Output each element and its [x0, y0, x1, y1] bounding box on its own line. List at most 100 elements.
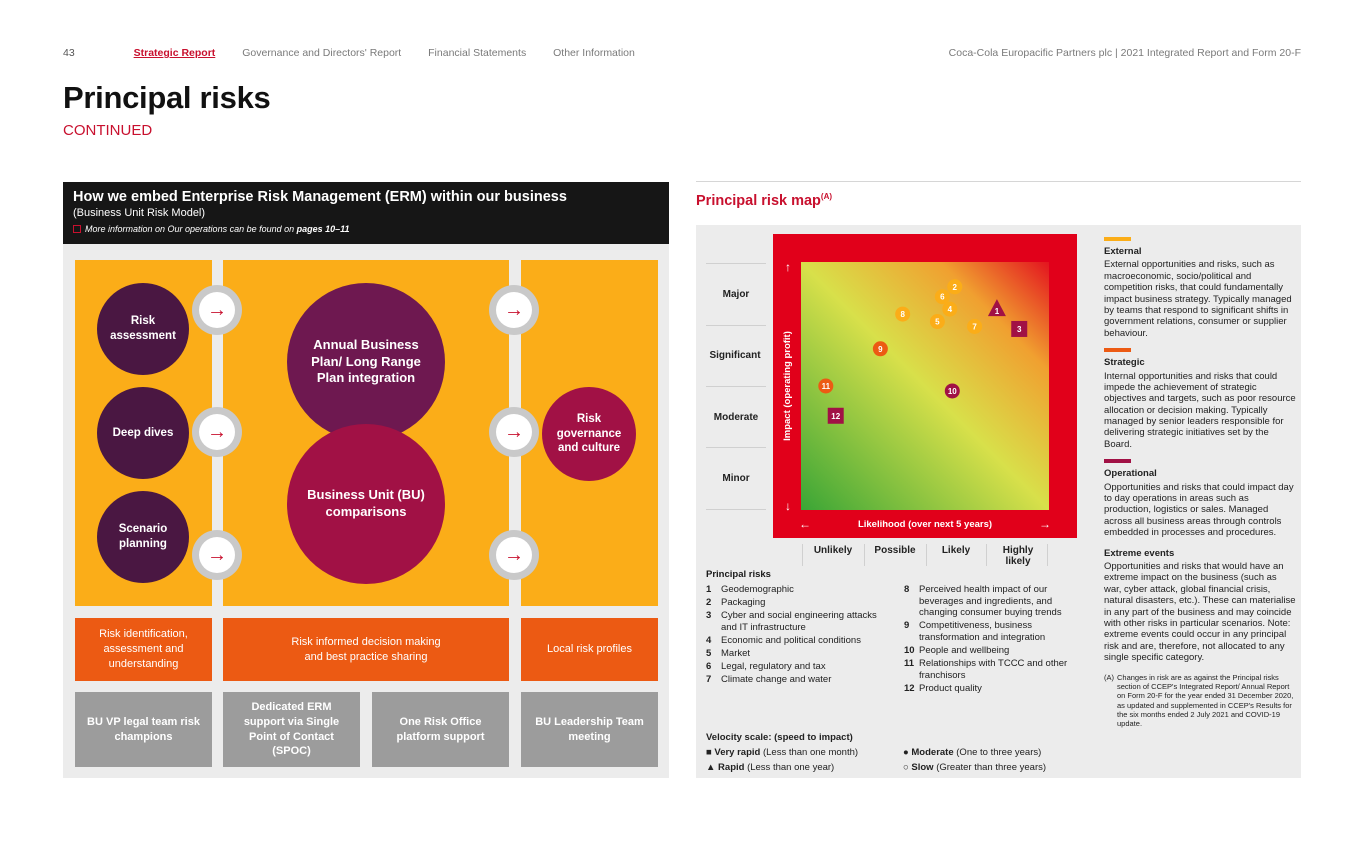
circle-annual-business-plan: Annual Business Plan/ Long Range Plan in… [287, 283, 445, 441]
risk-marker-12 [827, 407, 844, 424]
risk-marker-8 [895, 306, 911, 322]
circle-risk-governance: Risk governance and culture [542, 387, 636, 481]
external-color-swatch [1104, 237, 1131, 241]
risk-marker-2 [947, 279, 963, 295]
legend-strategic-title: Strategic [1104, 357, 1145, 369]
arrow-right-icon: → [199, 537, 235, 573]
impact-level-major: Major [722, 289, 750, 300]
risk-map-chart: ↑ ↓ ← → Likelihood (over next 5 years) I… [773, 234, 1077, 538]
likelihood-possible: Possible [874, 545, 916, 556]
y-gridline [706, 325, 766, 326]
arrow-right-icon: → [199, 292, 235, 328]
pages-reference-link[interactable]: pages 10–11 [296, 224, 350, 234]
risk-marker-label-3: 3 [1017, 325, 1022, 334]
nav-link-governance[interactable]: Governance and Directors' Report [242, 47, 402, 59]
nav-link-other-information[interactable]: Other Information [553, 47, 635, 59]
legend-operational-title: Operational [1104, 468, 1157, 480]
velocity-very-rapid: ■ Very rapid (Less than one month) [706, 747, 859, 758]
x-gridline [864, 544, 865, 566]
risk-marker-label-5: 5 [935, 318, 940, 327]
filled-circle-icon: ● [903, 747, 909, 758]
risk-map-heat-area [801, 262, 1049, 510]
legend-extreme-title: Extreme events [1104, 547, 1175, 559]
hollow-circle-icon: ○ [903, 762, 909, 773]
flow-arrow-5: → [489, 407, 539, 457]
x-axis-title: Likelihood (over next 5 years) [858, 519, 992, 530]
triangle-icon: ▲ [706, 762, 716, 773]
page-title: Principal risks [63, 80, 271, 115]
y-gridline [706, 263, 766, 264]
nav-link-financial-statements[interactable]: Financial Statements [428, 47, 527, 59]
risk-marker-6 [934, 289, 950, 305]
impact-level-significant: Significant [709, 350, 761, 361]
risk-marker-label-12: 12 [831, 412, 840, 421]
risk-marker-label-8: 8 [900, 310, 905, 319]
flow-arrow-4: → [489, 285, 539, 335]
operational-color-swatch [1104, 459, 1131, 464]
arrow-right-icon: → [496, 292, 532, 328]
arrow-up-icon: ↑ [785, 260, 791, 274]
legend-external-title: External [1104, 246, 1142, 257]
risk-marker-label-6: 6 [940, 293, 945, 302]
publication-title: Coca-Cola Europacific Partners plc | 202… [948, 47, 1301, 59]
risk-marker-9 [872, 341, 888, 357]
velocity-slow: ○ Slow (Greater than three years) [903, 762, 1047, 773]
flow-arrow-6: → [489, 530, 539, 580]
circle-scenario-planning: Scenario planning [97, 491, 189, 583]
box-bu-leadership: BU Leadership Team meeting [521, 692, 658, 767]
erm-more-info[interactable]: More information on Our operations can b… [73, 224, 659, 234]
velocity-heading: Velocity scale: (speed to impact) [706, 732, 853, 743]
box-risk-identification: Risk identification, assessment and unde… [75, 618, 212, 681]
arrow-right-icon: → [199, 414, 235, 450]
page-number: 43 [63, 47, 75, 59]
box-risk-informed-decision: Risk informed decision making and best p… [223, 618, 509, 681]
impact-level-moderate: Moderate [713, 412, 759, 423]
risk-marker-4 [942, 301, 958, 317]
velocity-moderate: ● Moderate (One to three years) [903, 747, 1042, 758]
legend-extreme-desc: Opportunities and risks that would have … [1104, 560, 1296, 664]
y-gridline [706, 509, 766, 510]
box-one-risk-office: One Risk Office platform support [372, 692, 509, 767]
page-subtitle: CONTINUED [63, 122, 153, 139]
footnote-marker: (A) [820, 192, 833, 201]
risk-marker-label-10: 10 [948, 387, 957, 396]
box-local-risk-profiles: Local risk profiles [521, 618, 658, 681]
nav-link-strategic-report[interactable]: Strategic Report [133, 47, 216, 59]
risk-marker-10 [944, 383, 960, 399]
risk-map-title: Principal risk map(A) [696, 192, 833, 209]
risk-marker-label-9: 9 [878, 345, 883, 354]
flow-arrow-3: → [192, 530, 242, 580]
risk-marker-7 [967, 318, 983, 334]
x-gridline [926, 544, 927, 566]
erm-header: How we embed Enterprise Risk Management … [63, 182, 669, 244]
circle-risk-assessment: Risk assessment [97, 283, 189, 375]
likelihood-unlikely: Unlikely [813, 545, 853, 556]
likelihood-highly-likely: Highly likely [1002, 545, 1034, 567]
document-link-icon [73, 225, 81, 233]
strategic-color-swatch [1104, 348, 1131, 353]
circle-deep-dives: Deep dives [97, 387, 189, 479]
risk-marker-label-11: 11 [822, 382, 831, 391]
legend-external-desc: External opportunities and risks, such a… [1104, 259, 1292, 339]
erm-subtitle: (Business Unit Risk Model) [73, 207, 206, 219]
risk-marker-11 [818, 378, 834, 394]
risk-marker-label-2: 2 [953, 283, 958, 292]
flow-arrow-1: → [192, 285, 242, 335]
risk-marker-label-7: 7 [972, 322, 977, 331]
y-axis-title: Impact (operating profit) [782, 331, 793, 441]
y-gridline [706, 447, 766, 448]
legend-operational-desc: Opportunities and risks that could impac… [1104, 481, 1294, 539]
flow-arrow-2: → [192, 407, 242, 457]
velocity-rapid: ▲ Rapid (Less than one year) [706, 762, 835, 773]
